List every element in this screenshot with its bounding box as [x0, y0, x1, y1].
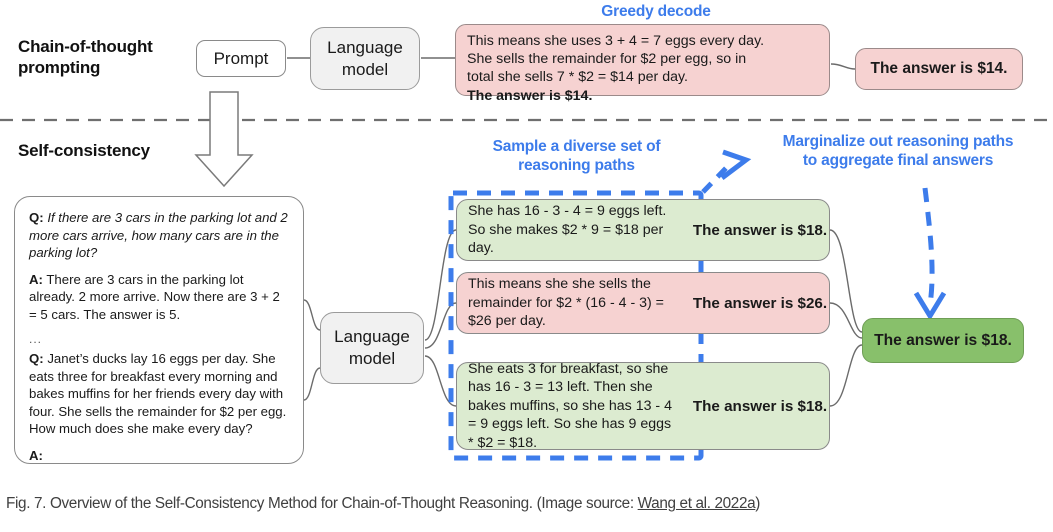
cot-title-line-2: prompting [18, 58, 101, 78]
marginalize-caption-line-2: to aggregate final answers [802, 152, 994, 170]
caption-suffix: ) [755, 495, 761, 512]
cot-output-box: This means she uses 3 + 4 = 7 eggs every… [455, 24, 830, 104]
section-title-chain-of-thought: Chain-of-thought prompting [18, 36, 208, 79]
sample-paths-caption-line-1: Sample a diverse set of [492, 138, 661, 155]
cot-output-answer-line: The answer is $14. [467, 87, 593, 104]
connector-lm-to-path-1 [424, 229, 457, 341]
q2-tag: Q: [29, 351, 44, 367]
q2-text: Janet’s ducks lay 16 eggs per day. She e… [29, 351, 287, 437]
reasoning-path-text-2: This means she she sells the remainder f… [468, 276, 664, 330]
sample-paths-caption-line-2: reasoning paths [518, 157, 635, 175]
cot-title-line-1: Chain-of-thought [18, 37, 153, 56]
q1-tag: Q: [29, 210, 44, 225]
language-model-bottom-label-line-1: Language [334, 327, 410, 347]
connector-lm-to-path-3 [424, 355, 457, 407]
reasoning-path-answer-3: The answer is $18. [692, 397, 828, 415]
prompt-q2: Q: Janet’s ducks lay 16 eggs per day. Sh… [29, 350, 289, 438]
reasoning-path-answer-1: The answer is $18. [692, 221, 828, 239]
connector-promptblock-to-lm-2 [303, 367, 321, 401]
caption-source-link[interactable]: Wang et al. 2022a [637, 495, 756, 512]
few-shot-prompt-box: Q: If there are 3 cars in the parking lo… [14, 196, 304, 464]
prompt-ellipsis: ... [29, 332, 43, 347]
reasoning-path-text-1: She has 16 - 3 - 4 = 9 eggs left. So she… [468, 203, 667, 257]
prompt-box[interactable]: Prompt [196, 40, 286, 77]
marginalize-arrow-head [720, 149, 752, 180]
aggregate-arrow [922, 187, 935, 306]
language-model-label-line-2: model [341, 59, 389, 79]
a2-tag: A: [29, 447, 43, 463]
marginalize-arrow [701, 165, 729, 194]
reasoning-path-text-3: She eats 3 for breakfast, so she has 16 … [468, 362, 672, 450]
connector-lm-to-path-2 [424, 302, 457, 349]
language-model-box-top[interactable]: Language model [310, 27, 420, 90]
a1-text: There are 3 cars in the parking lot alre… [29, 271, 280, 322]
section-title-self-consistency: Self-consistency [18, 141, 150, 160]
a1-tag: A: [29, 271, 43, 287]
language-model-box-bottom[interactable]: Language model [320, 312, 424, 384]
cot-final-answer-box: The answer is $14. [855, 48, 1023, 90]
section-flow-arrow [194, 91, 254, 188]
caption-prefix: Fig. 7. Overview of the Self-Consistency… [6, 495, 638, 512]
connector-output-to-answer [830, 63, 856, 70]
prompt-label: Prompt [213, 48, 269, 68]
connector-path-2-to-final [829, 302, 863, 339]
language-model-bottom-label-line-2: model [348, 349, 396, 368]
connector-path-1-to-final [829, 229, 863, 333]
language-model-label-line-1: Language [327, 37, 403, 57]
q1-text: If there are 3 cars in the parking lot a… [29, 210, 288, 261]
prompt-a1: A: There are 3 cars in the parking lot a… [29, 271, 289, 324]
cot-final-answer-label: The answer is $14. [870, 60, 1008, 78]
greedy-decode-caption: Greedy decode [601, 3, 711, 20]
prompt-q1: Q: If there are 3 cars in the parking lo… [29, 209, 289, 262]
marginalize-caption: Marginalize out reasoning paths to aggre… [748, 132, 1048, 171]
final-aggregated-answer-label: The answer is $18. [874, 331, 1012, 349]
reasoning-path-answer-2: The answer is $26. [692, 294, 828, 312]
reasoning-path-row-3: She eats 3 for breakfast, so she has 16 … [456, 362, 830, 450]
figure-caption: Fig. 7. Overview of the Self-Consistency… [6, 495, 1051, 513]
connector-promptblock-to-lm [303, 299, 321, 331]
reasoning-path-row-2: This means she she sells the remainder f… [456, 272, 830, 334]
cot-output-line-1: This means she uses 3 + 4 = 7 eggs every… [467, 33, 765, 49]
reasoning-path-row-1: She has 16 - 3 - 4 = 9 eggs left. So she… [456, 199, 830, 261]
cot-output-line-2: She sells the remainder for $2 per egg, … [467, 51, 747, 68]
final-aggregated-answer-box: The answer is $18. [862, 318, 1024, 363]
aggregate-arrow-head [913, 291, 947, 321]
sample-paths-caption: Sample a diverse set of reasoning paths [450, 137, 703, 176]
marginalize-caption-line-1: Marginalize out reasoning paths [782, 133, 1014, 150]
connector-path-3-to-final [829, 344, 863, 407]
cot-output-line-3: total she sells 7 * $2 = $14 per day. [467, 69, 688, 86]
prompt-a2: A: [29, 447, 43, 465]
